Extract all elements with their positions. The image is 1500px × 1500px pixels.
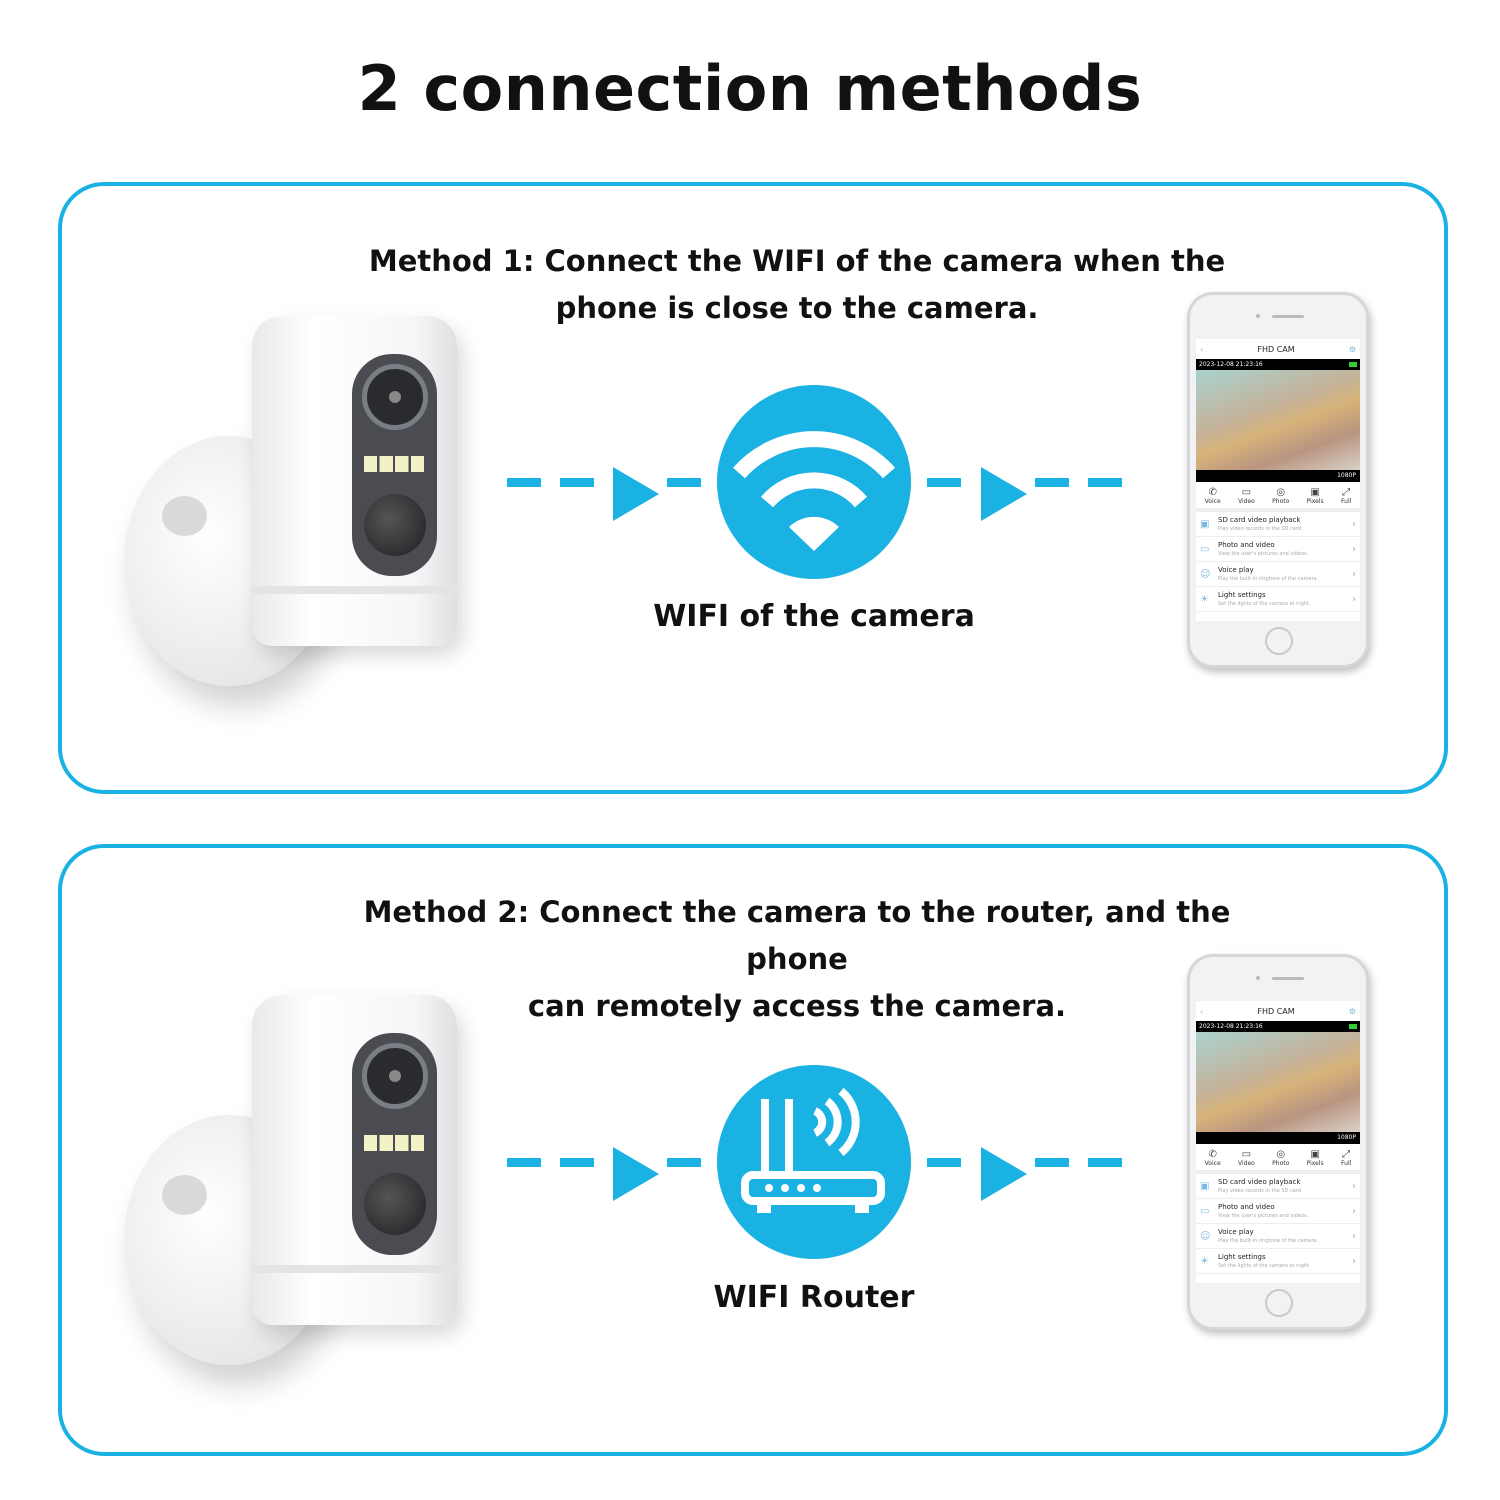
- tool-pixels: ▣Pixels: [1306, 1149, 1324, 1167]
- dashed-arrow-right: [927, 1147, 1122, 1201]
- method-1-panel: Method 1: Connect the WIFI of the camera…: [58, 182, 1448, 794]
- tool-pixels: ▣Pixels: [1306, 487, 1324, 505]
- video-icon: ▭: [1241, 487, 1252, 498]
- camera-body: [252, 995, 457, 1325]
- tool-full: ⤢Full: [1341, 487, 1352, 505]
- camera-image: [124, 316, 504, 696]
- camera-lens-icon: [362, 1043, 428, 1109]
- gear-icon: ⚙: [1348, 1006, 1356, 1016]
- voice-icon: ☺: [1200, 1230, 1211, 1242]
- dashed-arrow-left: [507, 1147, 702, 1201]
- resolution: 1080P: [1196, 1132, 1360, 1144]
- camera-icon: ◎: [1276, 1149, 1286, 1160]
- voice-icon: ☺: [1200, 568, 1211, 580]
- camera-icon: ◎: [1276, 487, 1286, 498]
- method-line-2: phone is close to the camera.: [555, 291, 1039, 325]
- tool-voice: ✆Voice: [1204, 487, 1221, 505]
- chevron-right-icon: ›: [1352, 1205, 1356, 1217]
- tool-full: ⤢Full: [1341, 1149, 1352, 1167]
- method-line-1: Method 1: Connect the WIFI of the camera…: [368, 244, 1226, 278]
- router-icon-circle: [717, 1065, 911, 1259]
- tool-voice: ✆Voice: [1204, 1149, 1221, 1167]
- fhd-icon: ▣: [1310, 487, 1320, 498]
- tool-video: ▭Video: [1238, 487, 1255, 505]
- expand-icon: ⤢: [1342, 487, 1351, 498]
- back-icon: ‹: [1200, 1006, 1204, 1016]
- camera-lens-icon: [362, 364, 428, 430]
- home-button: [1265, 627, 1293, 655]
- camera-body: [252, 316, 457, 646]
- chevron-right-icon: ›: [1352, 1255, 1356, 1267]
- resolution: 1080P: [1196, 470, 1360, 482]
- method-line-1: Method 2: Connect the camera to the rout…: [363, 895, 1231, 976]
- chevron-right-icon: ›: [1352, 543, 1356, 555]
- method-description: Method 2: Connect the camera to the rout…: [332, 889, 1262, 1030]
- expand-icon: ⤢: [1342, 1149, 1351, 1160]
- app-title: FHD CAM: [1257, 344, 1295, 354]
- gear-icon: ⚙: [1348, 344, 1356, 354]
- folder-icon: ▭: [1200, 1205, 1210, 1217]
- chevron-right-icon: ›: [1352, 1180, 1356, 1192]
- tool-photo: ◎Photo: [1272, 487, 1290, 505]
- chevron-right-icon: ›: [1352, 1230, 1356, 1242]
- phone-app-screenshot: ‹ FHD CAM ⚙ 2023-12-08 21:23:16 1080P ✆Voi…: [1187, 954, 1369, 1330]
- tool-video: ▭Video: [1238, 1149, 1255, 1167]
- app-title: FHD CAM: [1257, 1006, 1295, 1016]
- phone-icon: ✆: [1208, 1149, 1217, 1160]
- fhd-icon: ▣: [1310, 1149, 1320, 1160]
- chevron-right-icon: ›: [1352, 568, 1356, 580]
- method-line-2: can remotely access the camera.: [527, 989, 1067, 1023]
- phone-app-screenshot: ‹ FHD CAM ⚙ 2023-12-08 21:23:16 1080P ✆Voi…: [1187, 292, 1369, 668]
- wifi-icon-circle: [717, 385, 911, 579]
- chevron-right-icon: ›: [1352, 518, 1356, 530]
- sd-card-icon: ▣: [1200, 1180, 1210, 1192]
- page-title: 2 connection methods: [357, 52, 1143, 125]
- bulb-icon: ☀: [1200, 593, 1209, 605]
- tool-photo: ◎Photo: [1272, 1149, 1290, 1167]
- battery-icon: [1349, 1024, 1357, 1029]
- back-icon: ‹: [1200, 344, 1204, 354]
- phone-icon: ✆: [1208, 487, 1217, 498]
- method-description: Method 1: Connect the WIFI of the camera…: [332, 238, 1262, 332]
- battery-icon: [1349, 362, 1357, 367]
- folder-icon: ▭: [1200, 543, 1210, 555]
- video-icon: ▭: [1241, 1149, 1252, 1160]
- timestamp: 2023-12-08 21:23:16: [1199, 1023, 1263, 1030]
- chevron-right-icon: ›: [1352, 593, 1356, 605]
- center-label: WIFI Router: [713, 1280, 915, 1315]
- home-button: [1265, 1289, 1293, 1317]
- method-2-panel: Method 2: Connect the camera to the rout…: [58, 844, 1448, 1456]
- live-video-frame: [1196, 1032, 1360, 1132]
- sd-card-icon: ▣: [1200, 518, 1210, 530]
- dashed-arrow-left: [507, 467, 702, 521]
- dashed-arrow-right: [927, 467, 1122, 521]
- center-label: WIFI of the camera: [653, 599, 975, 634]
- live-video-frame: [1196, 370, 1360, 470]
- bulb-icon: ☀: [1200, 1255, 1209, 1267]
- timestamp: 2023-12-08 21:23:16: [1199, 361, 1263, 368]
- camera-image: [124, 995, 504, 1375]
